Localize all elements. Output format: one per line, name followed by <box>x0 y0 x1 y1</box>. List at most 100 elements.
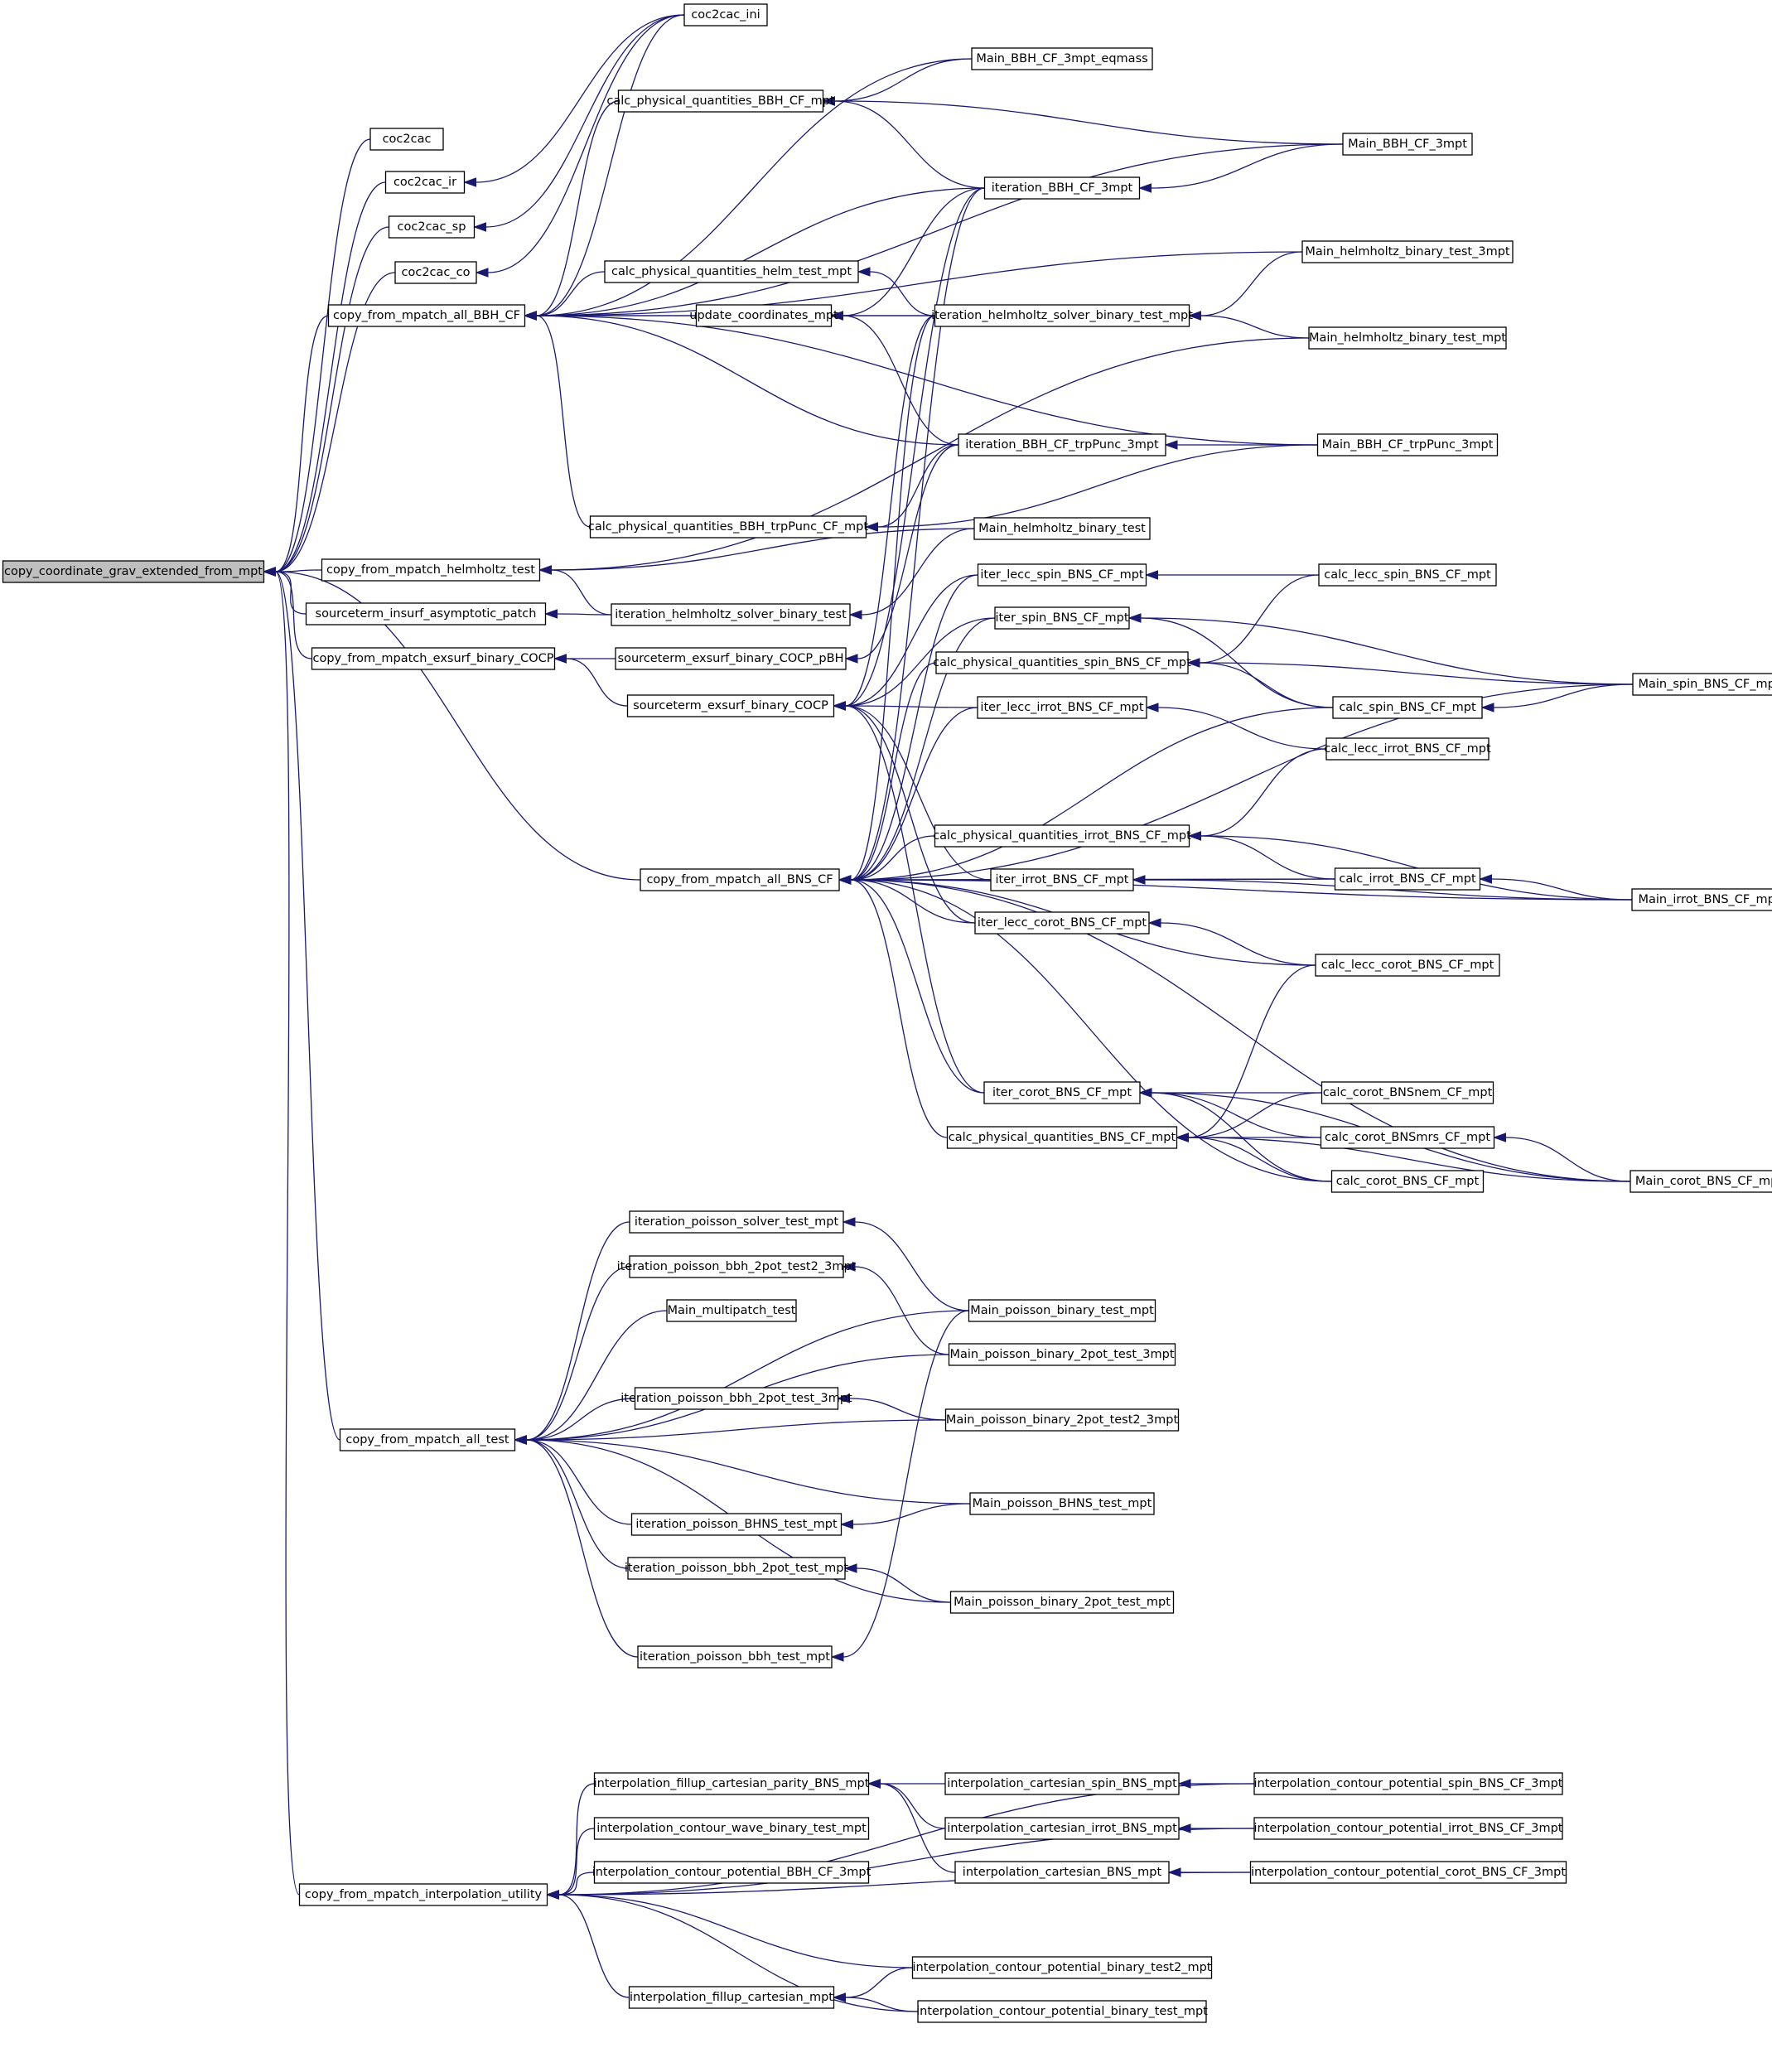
node-main-spin-bns-cf-mpt[interactable]: Main_spin_BNS_CF_mpt <box>1632 673 1772 696</box>
node-interpolation-cartesian-spin-bns-mpt[interactable]: interpolation_cartesian_spin_BNS_mpt <box>944 1772 1180 1795</box>
node-box <box>958 433 1166 456</box>
node-label: calc_corot_BNS_CF_mpt <box>1336 1175 1480 1188</box>
node-label: interpolation_contour_potential_binary_t… <box>916 2005 1208 2018</box>
node-iteration-poisson-bhns-test-mpt[interactable]: iteration_poisson_BHNS_test_mpt <box>630 1513 843 1536</box>
node-iter-lecc-irrot-bns-cf-mpt[interactable]: iter_lecc_irrot_BNS_CF_mpt <box>977 696 1147 719</box>
node-main-irrot-bns-cf-mpt[interactable]: Main_irrot_BNS_CF_mpt <box>1631 888 1772 911</box>
node-main-poisson-binary-2pot-test2-3mpt[interactable]: Main_poisson_binary_2pot_test2_3mpt <box>944 1408 1180 1432</box>
node-sourceterm-exsurf-binary-cocp[interactable]: sourceterm_exsurf_binary_COCP <box>626 694 835 717</box>
node-sourceterm-insurf-asymptotic-patch[interactable]: sourceterm_insurf_asymptotic_patch <box>305 602 547 625</box>
node-main-helmholtz-binary-test-3mpt[interactable]: Main_helmholtz_binary_test_3mpt <box>1301 240 1514 263</box>
node-interpolation-cartesian-irrot-bns-mpt[interactable]: interpolation_cartesian_irrot_BNS_mpt <box>944 1817 1180 1840</box>
node-box <box>630 1513 843 1536</box>
node-coc2cac[interactable]: coc2cac <box>369 128 444 151</box>
edge-main-poisson-binary-2pot-test2-3mpt-to-iteration-poisson-bbh-2pot-test-3mpt <box>849 1398 946 1421</box>
node-coc2cac-ir[interactable]: coc2cac_ir <box>384 171 466 194</box>
node-iter-corot-bns-cf-mpt[interactable]: iter_corot_BNS_CF_mpt <box>983 1081 1141 1104</box>
node-calc-lecc-irrot-bns-cf-mpt[interactable]: calc_lecc_irrot_BNS_CF_mpt <box>1324 737 1491 761</box>
node-iteration-bbh-cf-trppunc-3mpt[interactable]: iteration_BBH_CF_trpPunc_3mpt <box>958 433 1166 456</box>
node-interpolation-contour-potential-corot-bns-cf-3mpt[interactable]: interpolation_contour_potential_corot_BN… <box>1249 1861 1567 1884</box>
node-iter-irrot-bns-cf-mpt[interactable]: iter_irrot_BNS_CF_mpt <box>990 868 1134 891</box>
node-iteration-bbh-cf-3mpt[interactable]: iteration_BBH_CF_3mpt <box>983 176 1141 200</box>
node-label: interpolation_contour_potential_binary_t… <box>913 1961 1212 1974</box>
node-box <box>695 304 833 327</box>
node-interpolation-contour-potential-bbh-cf-3mpt[interactable]: interpolation_contour_potential_BBH_CF_3… <box>592 1861 872 1884</box>
node-interpolation-contour-wave-binary-test-mpt[interactable]: interpolation_contour_wave_binary_test_m… <box>593 1817 870 1840</box>
node-calc-lecc-spin-bns-cf-mpt[interactable]: calc_lecc_spin_BNS_CF_mpt <box>1318 563 1497 587</box>
node-label: interpolation_cartesian_spin_BNS_mpt <box>947 1777 1177 1790</box>
node-calc-physical-quantities-bns-cf-mpt[interactable]: calc_physical_quantities_BNS_CF_mpt <box>946 1126 1178 1149</box>
edge-calc-lecc-irrot-bns-cf-mpt-to-calc-physical-quantities-irrot-bns-cf-mpt <box>1200 748 1327 837</box>
node-main-poisson-binary-2pot-test-3mpt[interactable]: Main_poisson_binary_2pot_test_3mpt <box>948 1343 1176 1366</box>
node-main-poisson-bhns-test-mpt[interactable]: Main_poisson_BHNS_test_mpt <box>969 1492 1155 1515</box>
node-interpolation-contour-potential-irrot-bns-cf-3mpt[interactable]: interpolation_contour_potential_irrot_BN… <box>1253 1817 1563 1840</box>
node-calc-lecc-corot-bns-cf-mpt[interactable]: calc_lecc_corot_BNS_CF_mpt <box>1315 954 1500 977</box>
node-label: Main_spin_BNS_CF_mpt <box>1638 678 1772 691</box>
node-main-bbh-cf-3mpt[interactable]: Main_BBH_CF_3mpt <box>1342 133 1473 156</box>
node-label: Main_poisson_binary_2pot_test_3mpt <box>949 1348 1174 1361</box>
edge-calc-irrot-bns-cf-mpt-to-calc-physical-quantities-irrot-bns-cf-mpt <box>1200 835 1335 880</box>
node-label: Main_helmholtz_binary_test_mpt <box>1309 331 1506 345</box>
node-main-corot-bns-cf-mpt[interactable]: Main_corot_BNS_CF_mpt <box>1630 1170 1772 1193</box>
node-coc2cac-co[interactable]: coc2cac_co <box>394 261 477 284</box>
node-copy-from-mpatch-exsurf-binary-cocp[interactable]: copy_from_mpatch_exsurf_binary_COCP <box>311 647 556 670</box>
node-calc-physical-quantities-irrot-bns-cf-mpt[interactable]: calc_physical_quantities_irrot_BNS_CF_mp… <box>933 824 1191 848</box>
node-interpolation-cartesian-bns-mpt[interactable]: interpolation_cartesian_BNS_mpt <box>954 1861 1170 1884</box>
node-sourceterm-exsurf-binary-cocp-pbh[interactable]: sourceterm_exsurf_binary_COCP_pBH <box>615 647 847 670</box>
node-copy-from-mpatch-all-bbh-cf[interactable]: copy_from_mpatch_all_BBH_CF <box>327 304 526 327</box>
node-iteration-poisson-solver-test-mpt[interactable]: iteration_poisson_solver_test_mpt <box>629 1210 844 1234</box>
edge-iteration-bbh-cf-3mpt-to-copy-from-mpatch-all-bns-cf <box>850 187 985 881</box>
node-calc-physical-quantities-helm-test-mpt[interactable]: calc_physical_quantities_helm_test_mpt <box>604 260 859 283</box>
node-box <box>977 696 1147 719</box>
node-iteration-poisson-bbh-2pot-test-mpt[interactable]: iteration_poisson_bbh_2pot_test_mpt <box>625 1557 849 1580</box>
node-iteration-poisson-bbh-2pot-test-3mpt[interactable]: iteration_poisson_bbh_2pot_test_3mpt <box>620 1387 852 1410</box>
node-calc-corot-bns-cf-mpt[interactable]: calc_corot_BNS_CF_mpt <box>1330 1170 1485 1193</box>
arrowhead <box>463 177 476 187</box>
node-interpolation-contour-potential-spin-bns-cf-3mpt[interactable]: interpolation_contour_potential_spin_BNS… <box>1253 1772 1563 1795</box>
node-main-bbh-cf-trppunc-3mpt[interactable]: Main_BBH_CF_trpPunc_3mpt <box>1316 433 1499 456</box>
node-interpolation-contour-potential-binary-test-mpt[interactable]: interpolation_contour_potential_binary_t… <box>916 2000 1208 2023</box>
node-main-multipatch-test[interactable]: Main_multipatch_test <box>666 1299 797 1322</box>
node-iter-lecc-corot-bns-cf-mpt[interactable]: iter_lecc_corot_BNS_CF_mpt <box>974 911 1150 935</box>
node-interpolation-contour-potential-binary-test2-mpt[interactable]: interpolation_contour_potential_binary_t… <box>911 1956 1213 1979</box>
node-label: calc_irrot_BNS_CF_mpt <box>1339 872 1476 886</box>
node-main-bbh-cf-3mpt-eqmass[interactable]: Main_BBH_CF_3mpt_eqmass <box>971 47 1153 70</box>
edge-iter-irrot-bns-cf-mpt-to-sourceterm-exsurf-binary-cocp <box>845 705 992 881</box>
node-update-coordinates-mpt[interactable]: update_coordinates_mpt <box>689 304 838 327</box>
node-coc2cac-ini[interactable]: coc2cac_ini <box>683 3 768 27</box>
node-interpolation-fillup-cartesian-mpt[interactable]: interpolation_fillup_cartesian_mpt <box>628 1986 835 2009</box>
node-main-poisson-binary-test-mpt[interactable]: Main_poisson_binary_test_mpt <box>968 1299 1156 1322</box>
node-copy-from-mpatch-all-test[interactable]: copy_from_mpatch_all_test <box>339 1428 516 1451</box>
node-coc2cac-sp[interactable]: coc2cac_sp <box>388 215 476 239</box>
node-calc-physical-quantities-bbh-trppunc-cf-mpt[interactable]: calc_physical_quantities_BBH_trpPunc_CF_… <box>588 515 868 539</box>
edge-iteration-bbh-cf-trppunc-3mpt-to-update-coordinates-mpt <box>843 315 959 446</box>
node-box <box>949 1591 1175 1614</box>
node-calc-spin-bns-cf-mpt[interactable]: calc_spin_BNS_CF_mpt <box>1332 696 1483 719</box>
node-interpolation-fillup-cartesian-parity-bns-mpt[interactable]: interpolation_fillup_cartesian_parity_BN… <box>594 1772 870 1795</box>
node-box <box>593 1817 870 1840</box>
node-calc-corot-bnsmrs-cf-mpt[interactable]: calc_corot_BNSmrs_CF_mpt <box>1320 1126 1495 1149</box>
node-iteration-helmholtz-solver-binary-test-mpt[interactable]: iteration_helmholtz_solver_binary_test_m… <box>931 304 1193 327</box>
node-copy-coordinate-grav-extended-from-mpt[interactable]: copy_coordinate_grav_extended_from_mpt <box>2 560 265 583</box>
node-copy-from-mpatch-all-bns-cf[interactable]: copy_from_mpatch_all_BNS_CF <box>640 868 840 891</box>
node-calc-irrot-bns-cf-mpt[interactable]: calc_irrot_BNS_CF_mpt <box>1334 867 1481 891</box>
edge-main-helmholtz-binary-test-mpt-to-iteration-helmholtz-solver-binary-test-mpt <box>1200 315 1310 339</box>
node-iteration-helmholtz-solver-binary-test[interactable]: iteration_helmholtz_solver_binary_test <box>611 603 851 626</box>
arrowhead <box>553 654 567 664</box>
node-copy-from-mpatch-interpolation-utility[interactable]: copy_from_mpatch_interpolation_utility <box>298 1883 548 1906</box>
node-calc-corot-bnsnem-cf-mpt[interactable]: calc_corot_BNSnem_CF_mpt <box>1321 1081 1494 1104</box>
arrowhead <box>1493 1133 1506 1142</box>
node-box <box>369 128 444 151</box>
node-main-poisson-binary-2pot-test-mpt[interactable]: Main_poisson_binary_2pot_test_mpt <box>949 1591 1175 1614</box>
node-calc-physical-quantities-spin-bns-cf-mpt[interactable]: calc_physical_quantities_spin_BNS_CF_mpt <box>933 651 1191 674</box>
node-calc-physical-quantities-bbh-cf-mpt[interactable]: calc_physical_quantities_BBH_CF_mpt <box>606 89 835 113</box>
node-copy-from-mpatch-helmholtz-test[interactable]: copy_from_mpatch_helmholtz_test <box>321 558 541 582</box>
node-iter-spin-bns-cf-mpt[interactable]: iter_spin_BNS_CF_mpt <box>994 606 1130 630</box>
node-main-helmholtz-binary-test[interactable]: Main_helmholtz_binary_test <box>973 517 1151 540</box>
node-iteration-poisson-bbh-test-mpt[interactable]: iteration_poisson_bbh_test_mpt <box>637 1645 833 1669</box>
node-iter-lecc-spin-bns-cf-mpt[interactable]: iter_lecc_spin_BNS_CF_mpt <box>977 563 1147 587</box>
node-iteration-poisson-bbh-2pot-test2-3mpt[interactable]: iteration_poisson_bbh_2pot_test2_3mpt <box>617 1255 857 1278</box>
edge-coc2cac-sp-to-copy-coordinate-grav-extended-from-mpt <box>275 226 389 572</box>
edge-iter-lecc-irrot-bns-cf-mpt-to-copy-from-mpatch-all-bns-cf <box>850 707 978 881</box>
node-main-helmholtz-binary-test-mpt[interactable]: Main_helmholtz_binary_test_mpt <box>1308 326 1507 350</box>
